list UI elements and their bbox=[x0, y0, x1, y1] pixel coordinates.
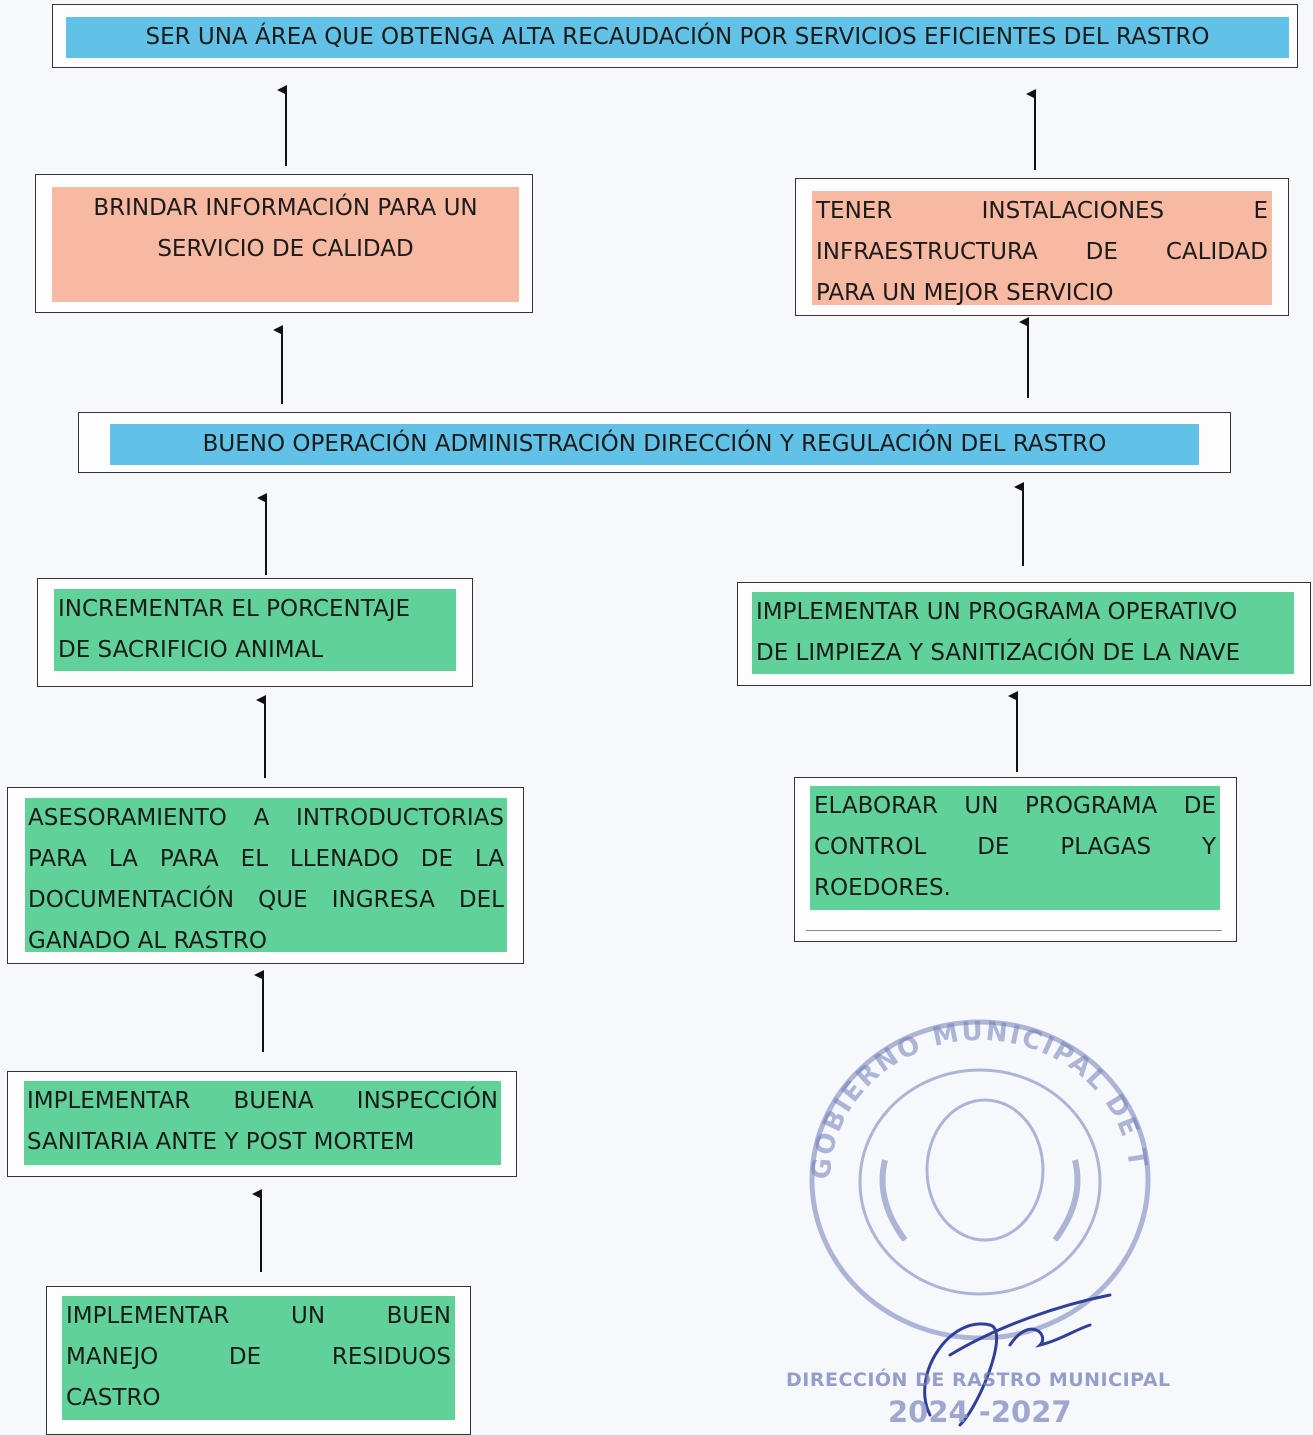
official-seal: GOBIERNO MUNICIPAL DE TULA DE ALLENDE ED… bbox=[800, 1010, 1153, 1340]
seal-department: DIRECCIÓN DE RASTRO MUNICIPAL bbox=[786, 1369, 1171, 1391]
right-level4-highlight: IMPLEMENTAR UN PROGRAMA OPERATIVO DE LIM… bbox=[752, 592, 1294, 674]
right-level5-line-3: ROEDORES. bbox=[814, 875, 951, 901]
seal-laurel-left bbox=[879, 1159, 908, 1242]
left-level7-line-2: MANEJO DE RESIDUOS bbox=[66, 1344, 451, 1370]
left-level4-line-1: INCREMENTAR EL PORCENTAJE bbox=[58, 596, 411, 622]
central-text: BUENO OPERACIÓN ADMINISTRACIÓN DIRECCIÓN… bbox=[202, 431, 1107, 457]
right-level4-line-1: IMPLEMENTAR UN PROGRAMA OPERATIVO bbox=[756, 599, 1238, 625]
left-level5-line-2: PARA LA PARA EL LLENADO DE LA bbox=[28, 846, 504, 872]
right-level5-inner-rule bbox=[806, 930, 1222, 931]
left-level2-line-1: BRINDAR INFORMACIÓN PARA UN bbox=[93, 195, 478, 221]
central-highlight: BUENO OPERACIÓN ADMINISTRACIÓN DIRECCIÓN… bbox=[110, 424, 1199, 465]
right-level2-line-1: TENER INSTALACIONES E bbox=[816, 198, 1268, 224]
left-level5-highlight: ASESORAMIENTO A INTRODUCTORIAS PARA LA P… bbox=[25, 798, 507, 954]
left-level5-line-4: GANADO AL RASTRO bbox=[28, 928, 267, 954]
seal-period: 2024 -2027 bbox=[888, 1395, 1072, 1429]
right-level2-highlight: TENER INSTALACIONES E INFRAESTRUCTURA DE… bbox=[812, 191, 1272, 306]
left-level7-line-1: IMPLEMENTAR UN BUEN bbox=[66, 1303, 451, 1329]
left-level5-line-1: ASESORAMIENTO A INTRODUCTORIAS bbox=[28, 805, 504, 831]
signature bbox=[923, 1293, 1112, 1427]
right-level5-line-1: ELABORAR UN PROGRAMA DE bbox=[814, 793, 1216, 819]
left-level4-highlight: INCREMENTAR EL PORCENTAJE DE SACRIFICIO … bbox=[54, 589, 456, 671]
seal-inner-ring bbox=[858, 1068, 1102, 1296]
right-level2-line-2: INFRAESTRUCTURA DE CALIDAD bbox=[816, 239, 1268, 265]
left-level6-line-2: SANITARIA ANTE Y POST MORTEM bbox=[27, 1129, 415, 1155]
left-level2-highlight: BRINDAR INFORMACIÓN PARA UN SERVICIO DE … bbox=[52, 187, 519, 302]
seal-portrait bbox=[925, 1098, 1045, 1242]
goal-text: SER UNA ÁREA QUE OBTENGA ALTA RECAUDACIÓ… bbox=[145, 24, 1210, 50]
right-level2-line-3: PARA UN MEJOR SERVICIO bbox=[816, 280, 1114, 306]
left-level4-line-2: DE SACRIFICIO ANIMAL bbox=[58, 637, 324, 663]
right-level4-line-2: DE LIMPIEZA Y SANITIZACIÓN DE LA NAVE bbox=[756, 640, 1241, 666]
seal-ring-text: GOBIERNO MUNICIPAL DE TULA DE ALLENDE ED… bbox=[800, 1010, 1153, 1181]
left-level6-line-1: IMPLEMENTAR BUENA INSPECCIÓN bbox=[27, 1088, 498, 1114]
left-level5-line-3: DOCUMENTACIÓN QUE INGRESA DEL bbox=[28, 887, 504, 913]
right-level5-line-2: CONTROL DE PLAGAS Y bbox=[814, 834, 1216, 860]
left-level6-highlight: IMPLEMENTAR BUENA INSPECCIÓN SANITARIA A… bbox=[24, 1081, 501, 1165]
right-level5-highlight: ELABORAR UN PROGRAMA DE CONTROL DE PLAGA… bbox=[810, 786, 1220, 910]
left-level7-highlight: IMPLEMENTAR UN BUEN MANEJO DE RESIDUOS C… bbox=[62, 1296, 455, 1420]
goal-highlight: SER UNA ÁREA QUE OBTENGA ALTA RECAUDACIÓ… bbox=[66, 17, 1289, 58]
left-level2-line-2: SERVICIO DE CALIDAD bbox=[157, 236, 414, 262]
seal-laurel-right bbox=[1052, 1159, 1081, 1242]
left-level7-line-3: CASTRO bbox=[66, 1385, 161, 1411]
